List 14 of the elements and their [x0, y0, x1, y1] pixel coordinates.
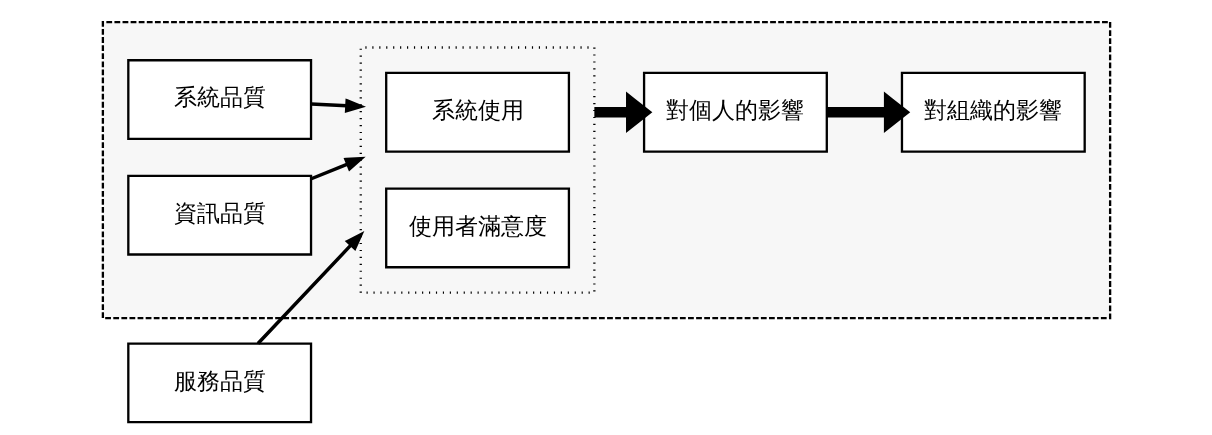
cluster	[101, 20, 1111, 320]
arrow	[256, 230, 364, 345]
node-box: 資訊品質	[126, 174, 312, 256]
arrow	[826, 91, 910, 133]
arrow	[310, 98, 366, 114]
cluster	[359, 46, 595, 294]
node-box: 服務品質	[126, 342, 312, 424]
node-box: 對個人的影響	[642, 71, 828, 153]
node-box: 使用者滿意度	[384, 187, 570, 269]
arrow	[310, 156, 366, 181]
node-box: 對組織的影響	[900, 71, 1086, 153]
node-box: 系統品質	[126, 59, 312, 140]
arrow	[593, 91, 652, 133]
node-box: 系統使用	[384, 71, 570, 153]
